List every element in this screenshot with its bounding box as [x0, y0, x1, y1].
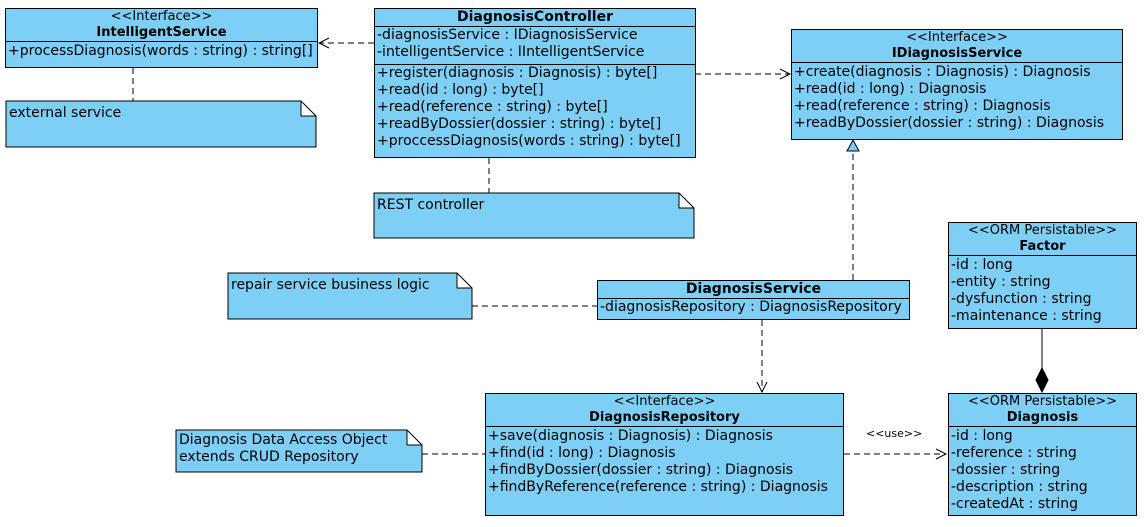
attribute: -diagnosisRepository : DiagnosisReposito…: [600, 299, 902, 315]
attribute: -id : long: [951, 428, 1013, 444]
class-intelligent-service[interactable]: <<Interface>> IntelligentService +proces…: [5, 8, 318, 68]
class-factor[interactable]: <<ORM Persistable>> Factor -id : long -e…: [948, 222, 1137, 329]
note-shape-business-logic: [227, 272, 473, 320]
operation: +read(id : long) : byte[]: [377, 82, 544, 98]
attribute: -entity : string: [951, 274, 1051, 290]
attribute: -dysfunction : string: [951, 291, 1092, 307]
note-shape-dao: [175, 429, 423, 473]
attribute: -id : long: [951, 257, 1013, 273]
class-header: <<Interface>> DiagnosisRepository: [486, 394, 843, 426]
attribute: -intelligentService : IIntelligentServic…: [377, 44, 645, 60]
class-name: DiagnosisService: [685, 281, 822, 297]
attribute: -diagnosisService : IDiagnosisService: [377, 27, 638, 43]
class-diagnosis-controller[interactable]: DiagnosisController -diagnosisService : …: [374, 8, 696, 158]
operation: +read(reference : string) : Diagnosis: [794, 98, 1051, 114]
note-line: repair service business logic: [231, 277, 430, 293]
attribute: -maintenance : string: [951, 308, 1102, 324]
class-diagnosis[interactable]: <<ORM Persistable>> Diagnosis -id : long…: [948, 393, 1137, 516]
operations-section: +processDiagnosis(words : string) : stri…: [6, 41, 317, 60]
note-business-logic: repair service business logic: [228, 274, 458, 297]
class-name: DiagnosisRepository: [589, 410, 740, 425]
note-line: REST controller: [377, 197, 485, 213]
attributes-section: -diagnosisRepository : DiagnosisReposito…: [598, 298, 909, 316]
class-stereotype: <<Interface>>: [110, 9, 213, 24]
operations-section: +save(diagnosis : Diagnosis) : Diagnosis…: [486, 426, 843, 496]
note-line: extends CRUD Repository: [179, 449, 359, 465]
note-shape-external-service: [5, 100, 317, 148]
note-dao: Diagnosis Data Access Object extends CRU…: [176, 431, 408, 469]
class-header: DiagnosisService: [598, 281, 909, 298]
class-stereotype: <<ORM Persistable>>: [968, 223, 1117, 238]
operation: +create(diagnosis : Diagnosis) : Diagnos…: [794, 64, 1091, 80]
note-shape-rest-controller: [373, 192, 695, 239]
class-header: <<Interface>> IDiagnosisService: [792, 30, 1122, 62]
class-name: IntelligentService: [96, 25, 227, 40]
use-label: <<use>>: [866, 427, 922, 440]
class-header: <<ORM Persistable>> Factor: [949, 223, 1136, 255]
class-diagnosis-service[interactable]: DiagnosisService -diagnosisRepository : …: [597, 280, 910, 320]
operation: +read(id : long) : Diagnosis: [794, 81, 987, 97]
class-stereotype: <<ORM Persistable>>: [968, 394, 1117, 409]
operation: +findByDossier(dossier : string) : Diagn…: [488, 462, 794, 478]
operation: +readByDossier(dossier : string) : Diagn…: [794, 115, 1105, 131]
attribute: -description : string: [951, 479, 1088, 495]
attribute: -reference : string: [951, 445, 1077, 461]
attribute: -createdAt : string: [951, 496, 1079, 512]
operations-section: +register(diagnosis : Diagnosis) : byte[…: [375, 64, 695, 150]
class-diagnosis-repository[interactable]: <<Interface>> DiagnosisRepository +save(…: [485, 393, 844, 516]
operation: +processDiagnosis(words : string) : stri…: [8, 43, 313, 59]
class-name: Diagnosis: [1006, 410, 1079, 425]
operation: +save(diagnosis : Diagnosis) : Diagnosis: [488, 428, 773, 444]
attribute: -dossier : string: [951, 462, 1061, 478]
operation: +proccessDiagnosis(words : string) : byt…: [377, 133, 681, 149]
class-header: DiagnosisController: [375, 9, 695, 26]
operation: +find(id : long) : Diagnosis: [488, 445, 676, 461]
note-rest-controller: REST controller: [374, 194, 680, 217]
note-external-service: external service: [6, 102, 302, 125]
attributes-section: -id : long -reference : string -dossier …: [949, 426, 1136, 513]
operation: +read(reference : string) : byte[]: [377, 99, 608, 115]
class-stereotype: <<Interface>>: [906, 30, 1008, 45]
operation: +register(diagnosis : Diagnosis) : byte[…: [377, 65, 658, 81]
class-stereotype: <<Interface>>: [613, 394, 716, 409]
note-line: external service: [9, 105, 122, 121]
class-name: DiagnosisController: [456, 9, 613, 25]
class-name: IDiagnosisService: [891, 46, 1023, 61]
attributes-section: -diagnosisService : IDiagnosisService -i…: [375, 26, 695, 64]
operation: +readByDossier(dossier : string) : byte[…: [377, 116, 662, 132]
class-name: Factor: [1019, 239, 1066, 254]
class-header: <<Interface>> IntelligentService: [6, 9, 317, 41]
operations-section: +create(diagnosis : Diagnosis) : Diagnos…: [792, 62, 1122, 132]
note-line: Diagnosis Data Access Object: [179, 432, 388, 448]
class-idiagnosis-service[interactable]: <<Interface>> IDiagnosisService +create(…: [791, 29, 1123, 140]
operation: +findByReference(reference : string) : D…: [488, 479, 828, 495]
class-header: <<ORM Persistable>> Diagnosis: [949, 394, 1136, 426]
composition-diamond: [1035, 366, 1049, 394]
attributes-section: -id : long -entity : string -dysfunction…: [949, 255, 1136, 325]
